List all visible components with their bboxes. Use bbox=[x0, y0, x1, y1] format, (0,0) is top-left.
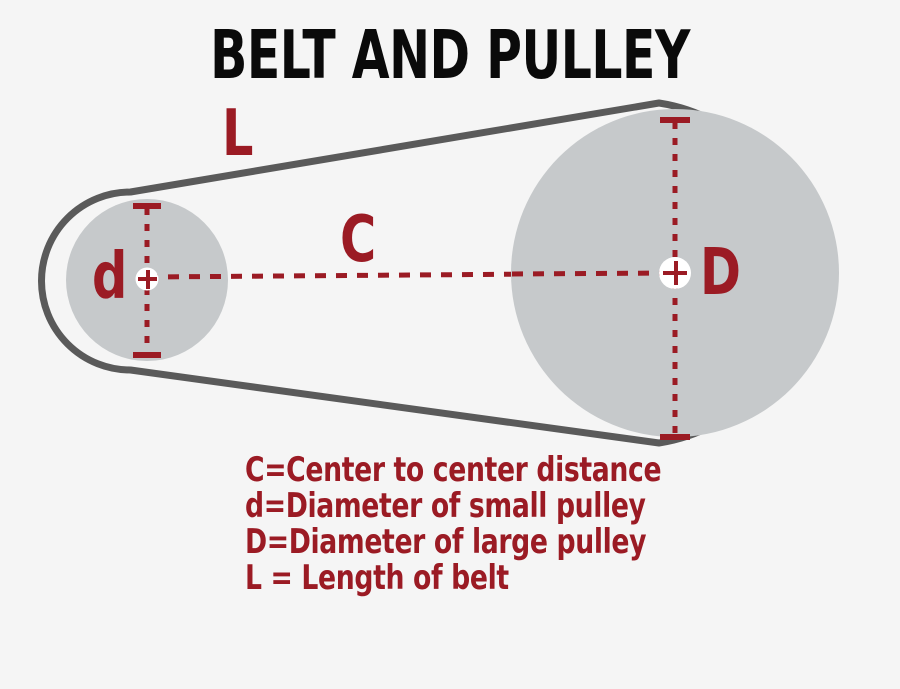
center-distance-line-overlay bbox=[511, 270, 676, 277]
page-title: BELT AND PULLEY bbox=[210, 16, 691, 94]
legend-item-belt-length: L = Length of belt bbox=[245, 559, 509, 598]
legend-item-small-diameter: d=Diameter of small pulley bbox=[245, 487, 646, 526]
large-pulley-label: D bbox=[700, 235, 741, 310]
legend: C=Center to center distance d=Diameter o… bbox=[245, 451, 662, 598]
center-distance-label: C bbox=[340, 202, 376, 277]
belt-length-label: L bbox=[222, 96, 253, 171]
center-distance-line bbox=[146, 270, 676, 280]
small-pulley-label: d bbox=[92, 239, 127, 314]
legend-item-large-diameter: D=Diameter of large pulley bbox=[245, 523, 647, 562]
legend-item-center-distance: C=Center to center distance bbox=[245, 451, 661, 490]
